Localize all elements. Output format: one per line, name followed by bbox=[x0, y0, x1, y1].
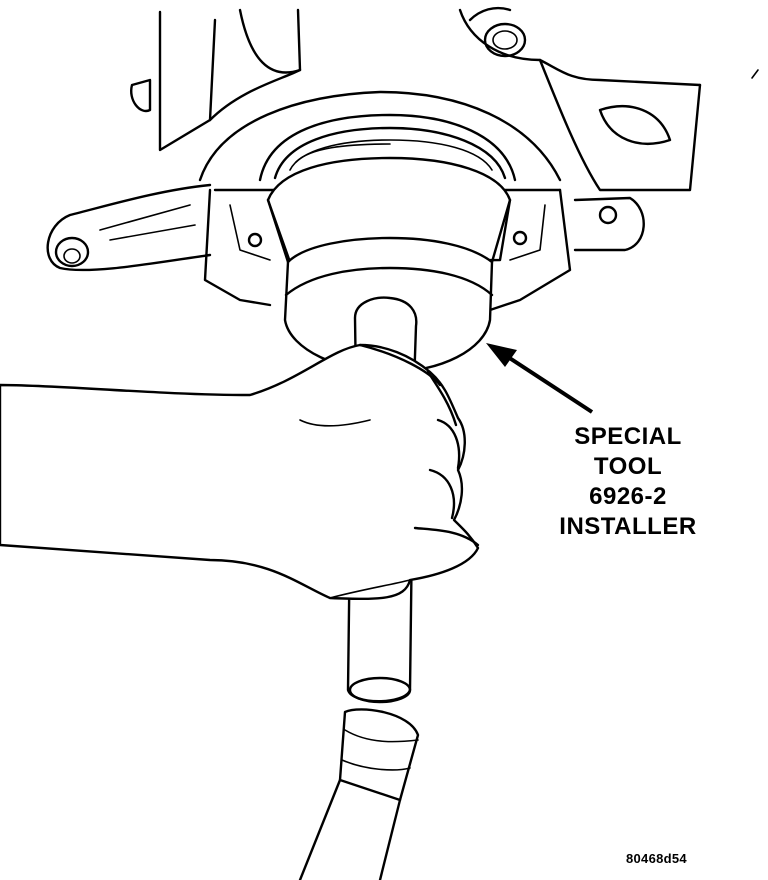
callout-line-2: TOOL bbox=[593, 453, 663, 480]
seal-bore bbox=[258, 113, 517, 182]
tick-mark bbox=[751, 69, 759, 79]
figure-code: 80468d54 bbox=[626, 851, 687, 866]
callout-arrow bbox=[486, 343, 594, 414]
callout-line-4: INSTALLER bbox=[559, 513, 697, 540]
special-tool-callout: SPECIAL TOOL 6926-2 INSTALLER bbox=[548, 422, 708, 542]
hand bbox=[0, 343, 480, 601]
mounting-ear bbox=[46, 183, 212, 272]
special-tool-installer bbox=[266, 156, 512, 374]
callout-line-3: 6926-2 bbox=[589, 483, 667, 510]
callout-line-1: SPECIAL bbox=[574, 423, 682, 450]
